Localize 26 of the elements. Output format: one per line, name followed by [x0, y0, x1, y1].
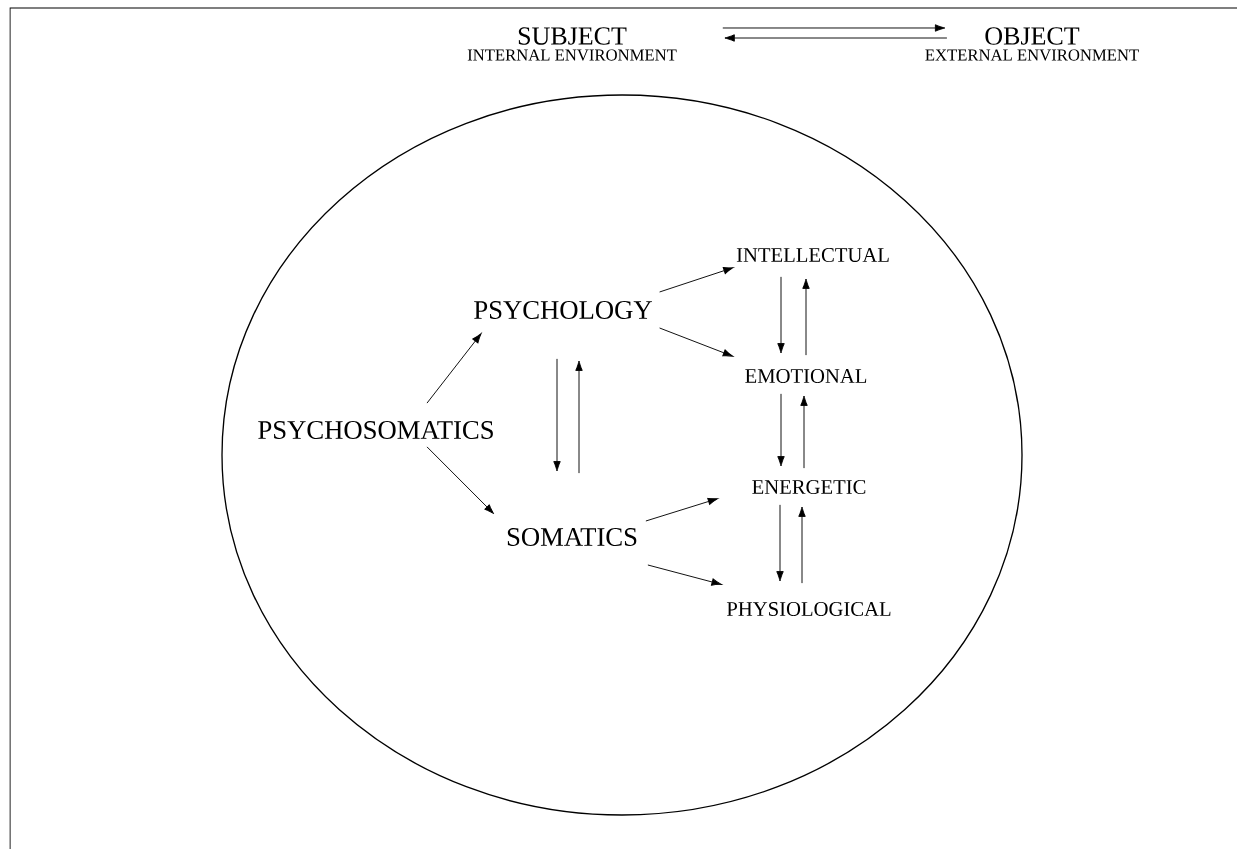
arrow — [777, 276, 785, 354]
arrow — [426, 446, 495, 515]
arrow — [776, 504, 784, 582]
arrow — [645, 497, 719, 522]
arrow — [802, 278, 810, 356]
heading-text: OBJECT EXTERNAL ENVIRONMENT — [925, 27, 1139, 61]
node-label: INTELLECTUAL — [736, 248, 889, 262]
node-label: PSYCHOSOMATICS — [258, 421, 493, 439]
arrow — [798, 506, 806, 584]
arrow — [724, 34, 948, 42]
arrow — [426, 333, 482, 404]
heading-text: SUBJECT INTERNAL ENVIRONMENT — [467, 27, 677, 61]
node-label: PHYSIOLOGICAL — [726, 602, 891, 616]
node-label: PSYCHOLOGY — [474, 301, 652, 319]
arrow — [575, 360, 583, 474]
node-label: ENERGETIC — [752, 480, 866, 494]
arrow — [647, 564, 722, 586]
arrow — [722, 24, 946, 32]
arrow — [800, 395, 808, 469]
arrow — [659, 267, 734, 293]
arrow — [553, 358, 561, 472]
node-label: SOMATICS — [507, 528, 637, 546]
circle — [221, 94, 1023, 816]
node-label: EMOTIONAL — [745, 369, 867, 383]
arrow — [659, 327, 734, 357]
arrow — [777, 393, 785, 467]
